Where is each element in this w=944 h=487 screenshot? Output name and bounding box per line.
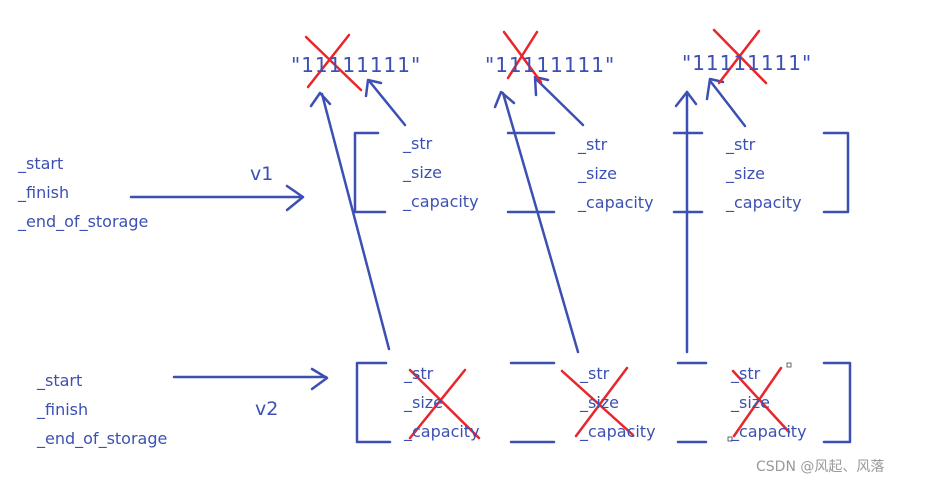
v1-elem1-size: _size [403, 163, 443, 182]
string-freed-cross [712, 28, 768, 85]
string-value-1: "11111111" [291, 53, 422, 77]
v1-end-of-storage-label: _end_of_storage [18, 212, 149, 231]
watermark: CSDN @风起、风落 [756, 459, 885, 475]
v2-elem1-size: _size [404, 393, 444, 412]
v2-name-label: v2 [255, 398, 279, 420]
v1-start-label: _start [18, 154, 64, 173]
v1-elem2-str: _str [578, 135, 608, 154]
v1-elem1-str: _str [403, 134, 433, 153]
v1-elem3-size: _size [726, 164, 766, 183]
v2-end-of-storage-label: _end_of_storage [37, 429, 168, 448]
element-freed-cross [731, 366, 791, 438]
v1-str-pointers [364, 75, 747, 128]
v2-elem2-capacity: _capacity [580, 422, 656, 441]
selection-handle [786, 362, 792, 368]
v2-elem3-capacity: _capacity [731, 422, 807, 441]
v2-elem1-capacity: _capacity [404, 422, 480, 441]
element-freed-cross [408, 368, 481, 440]
string-freed-cross [502, 30, 543, 84]
v1-finish-label: _finish [18, 183, 70, 202]
v2-elem3-str: _str [731, 364, 761, 383]
string-value-3: "11111111" [682, 51, 813, 75]
v2-elem2-str: _str [580, 364, 610, 383]
v1-elem1-capacity: _capacity [403, 192, 479, 211]
v1-name-label: v1 [250, 163, 274, 185]
v1-elem3-capacity: _capacity [726, 193, 802, 212]
v2-elem1-str: _str [404, 364, 434, 383]
selection-handle [727, 436, 733, 442]
v1-elem2-size: _size [578, 164, 618, 183]
v2-array-outline [355, 361, 852, 444]
v2-finish-label: _finish [37, 400, 89, 419]
v2-pointer-arrow [172, 367, 329, 391]
v2-elem3-size: _size [731, 393, 771, 412]
v1-elem2-capacity: _capacity [578, 193, 654, 212]
string-value-2: "11111111" [485, 53, 616, 77]
v2-str-pointers [309, 90, 698, 354]
v1-elem3-str: _str [726, 135, 756, 154]
element-freed-cross [560, 366, 635, 438]
v2-elem2-size: _size [580, 393, 620, 412]
v1-pointer-arrow [129, 184, 305, 212]
v2-start-label: _start [37, 371, 83, 390]
string-freed-cross [304, 33, 363, 92]
